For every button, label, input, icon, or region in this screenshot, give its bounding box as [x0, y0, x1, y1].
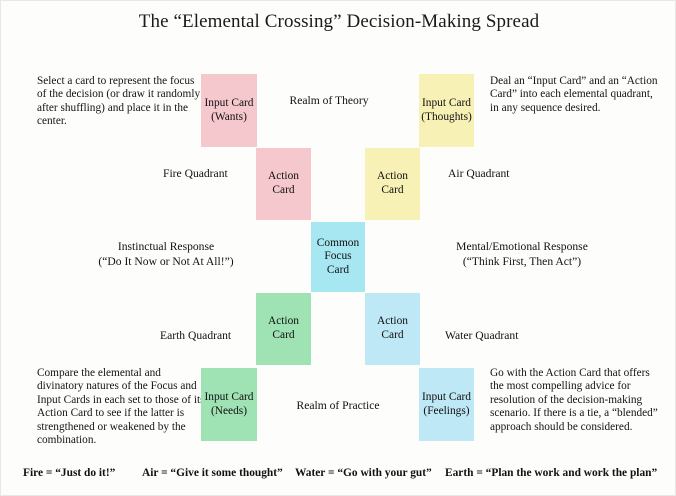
label-air-quadrant: Air Quadrant [448, 167, 510, 180]
page-title: The “Elemental Crossing” Decision-Making… [138, 11, 540, 32]
card-earth-input[interactable]: Input Card (Needs) [201, 368, 257, 441]
card-earth-input-line2: (Needs) [210, 404, 248, 417]
label-earth-quadrant: Earth Quadrant [160, 329, 232, 342]
label-mental-response-line2: (“Think First, Then Act”) [462, 255, 582, 268]
label-realm-of-theory: Realm of Theory [289, 94, 369, 107]
card-earth-action[interactable]: Action Card [256, 293, 311, 365]
card-common-focus-line3: Card [326, 263, 350, 276]
card-air-action-line2: Card [381, 184, 404, 196]
card-water-action[interactable]: Action Card [365, 293, 420, 365]
label-mental-response-line1: Mental/Emotional Response [456, 240, 588, 253]
card-earth-action-line1: Action [267, 315, 299, 328]
footer-earth: Earth = “Plan the work and work the plan… [445, 467, 658, 479]
card-air-action[interactable]: Action Card [365, 148, 420, 220]
note-bottom-left: Compare the elemental and divinatory nat… [37, 367, 205, 447]
label-instinctual-response-line2: (“Do It Now or Not At All!”) [98, 255, 234, 268]
card-fire-input[interactable]: Input Card (Wants) [201, 74, 257, 147]
card-fire-action-line1: Action [267, 170, 299, 183]
label-water-quadrant: Water Quadrant [445, 329, 519, 342]
card-water-action-line2: Card [381, 329, 404, 341]
card-common-focus[interactable]: Common Focus Card [311, 222, 365, 292]
card-fire-action[interactable]: Action Card [256, 148, 311, 220]
note-bottom-right: Go with the Action Card that offers the … [490, 367, 658, 433]
label-realm-of-practice: Realm of Practice [296, 399, 380, 412]
card-water-input[interactable]: Input Card (Feelings) [419, 368, 474, 441]
card-common-focus-line2: Focus [324, 250, 352, 263]
card-air-action-line1: Action [376, 170, 408, 183]
card-fire-input-line1: Input Card [204, 96, 254, 109]
card-air-input[interactable]: Input Card (Thoughts) [419, 74, 474, 147]
card-water-action-line1: Action [376, 315, 408, 328]
footer-water: Water = “Go with your gut” [295, 467, 432, 479]
footer-fire: Fire = “Just do it!” [23, 467, 116, 479]
note-top-left: Select a card to represent the focus of … [37, 75, 201, 128]
note-top-right: Deal an “Input Card” and an “Action Card… [490, 75, 658, 114]
card-air-input-line1: Input Card [421, 96, 472, 109]
card-water-input-line2: (Feelings) [423, 404, 470, 417]
card-fire-action-line2: Card [272, 184, 295, 196]
label-instinctual-response-line1: Instinctual Response [117, 240, 215, 253]
card-earth-input-line1: Input Card [204, 390, 254, 403]
card-common-focus-line1: Common [316, 236, 360, 249]
card-water-input-line1: Input Card [421, 390, 472, 403]
card-fire-input-line2: (Wants) [211, 110, 247, 123]
card-earth-action-line2: Card [272, 329, 295, 341]
card-air-input-line2: (Thoughts) [421, 110, 472, 123]
footer-air: Air = “Give it some thought” [142, 467, 283, 479]
label-fire-quadrant: Fire Quadrant [163, 167, 228, 180]
